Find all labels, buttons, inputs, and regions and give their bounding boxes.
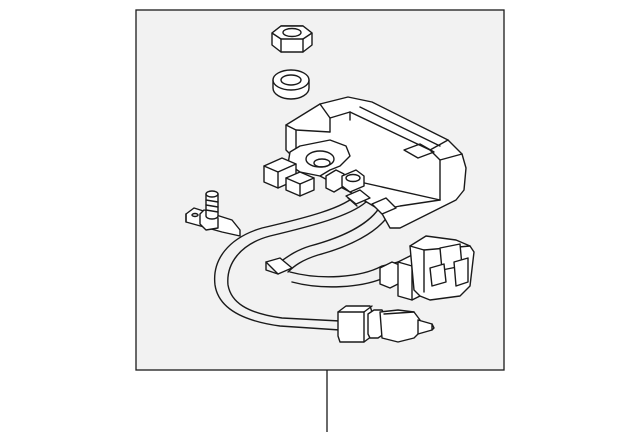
washer-icon: [272, 69, 310, 100]
plug-icon: [337, 305, 435, 343]
wire-harness-icon: [213, 193, 403, 331]
hex-nut-icon: [271, 25, 313, 53]
bolt-icon: [185, 190, 241, 237]
sensor-module-icon: [263, 96, 467, 229]
connector-icon: [379, 235, 475, 301]
